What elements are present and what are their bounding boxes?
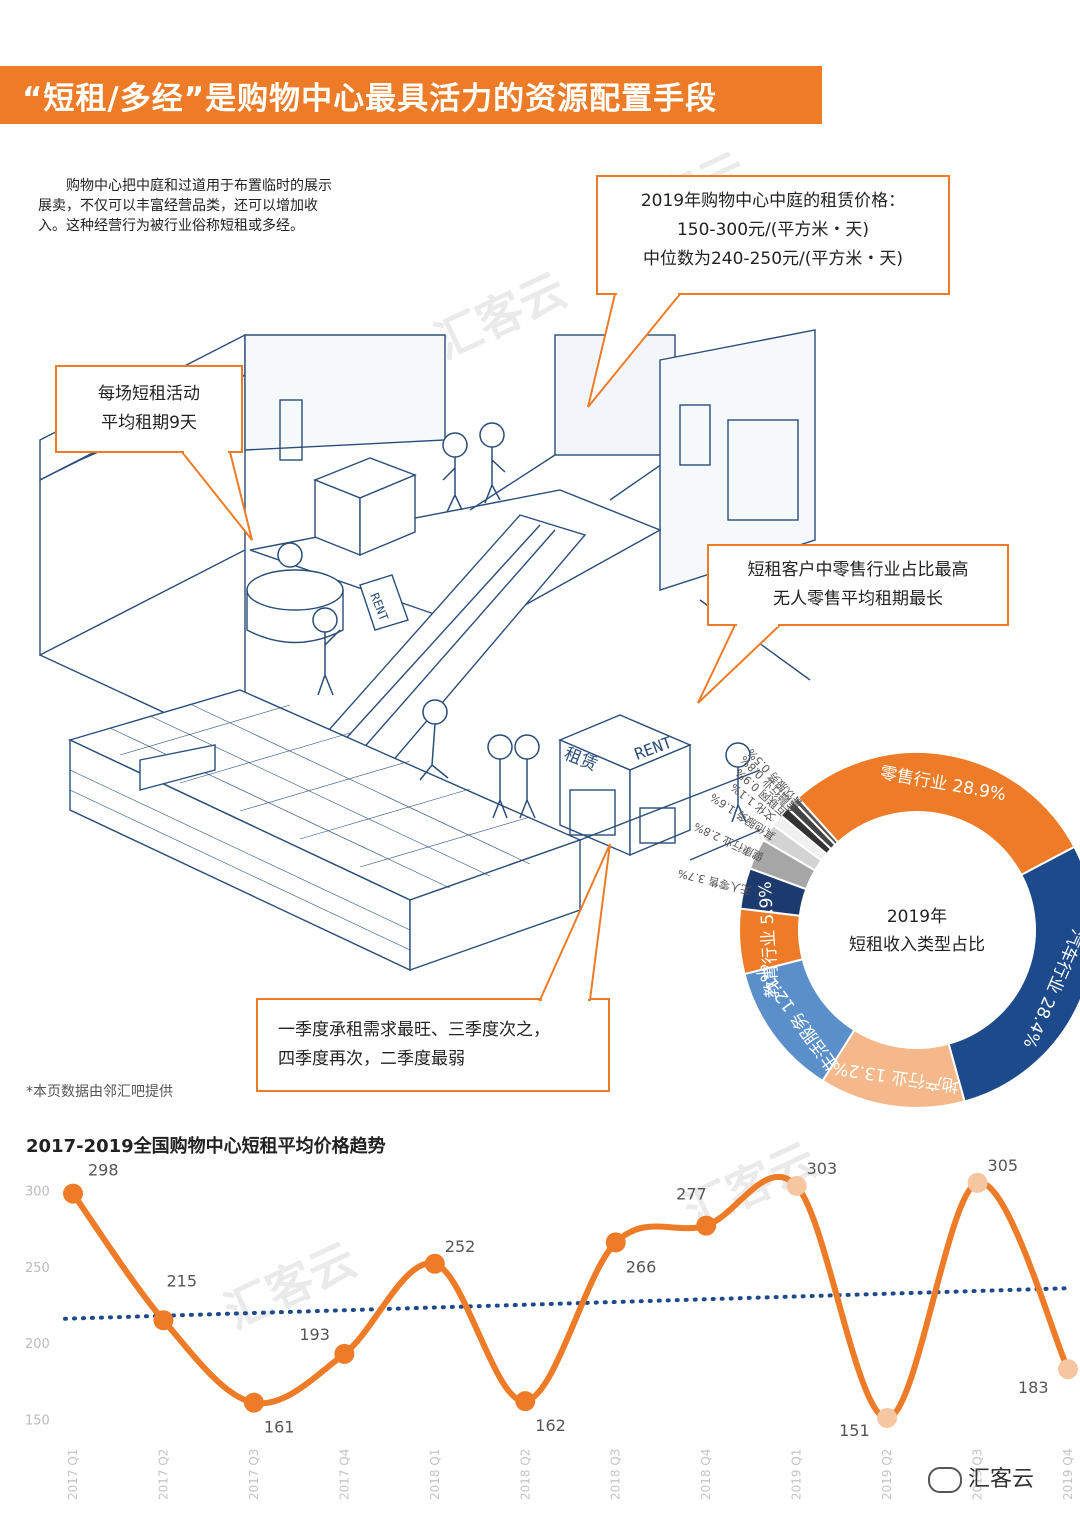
data-point xyxy=(153,1310,174,1331)
callout-season-line2: 四季度再次，二季度最弱 xyxy=(278,1049,465,1069)
y-tick-label: 300 xyxy=(25,1185,50,1200)
title-bar: “短租/多经”是购物中心最具活力的资源配置手段 xyxy=(0,66,822,124)
line-chart-title: 2017-2019全国购物中心短租平均价格趋势 xyxy=(26,1136,386,1157)
donut-slice-label: 地产行业 13.2% xyxy=(831,1057,960,1095)
callout-price-pointer xyxy=(587,292,683,408)
callout-retail-pointer xyxy=(697,623,783,704)
x-tick-label: 2017 Q2 xyxy=(156,1449,170,1500)
x-tick-label: 2018 Q1 xyxy=(428,1449,442,1500)
data-label: 266 xyxy=(626,1257,657,1276)
footnote: *本页数据由邻汇吧提供 xyxy=(26,1084,173,1100)
price-trend-line xyxy=(70,1174,1071,1421)
logo-text: 汇客云 xyxy=(968,1467,1035,1492)
callout-retail: 短租客户中零售行业占比最高 无人零售平均租期最长 xyxy=(707,544,1009,626)
page-title: “短租/多经”是购物中心最具活力的资源配置手段 xyxy=(22,81,718,117)
callout-duration-line1: 每场短租活动 xyxy=(98,384,200,404)
data-point xyxy=(605,1232,626,1253)
callout-price-line2: 150-300元/(平方米・天) xyxy=(676,220,870,240)
callout-retail-line1: 短租客户中零售行业占比最高 xyxy=(747,560,969,580)
x-tick-label: 2018 Q4 xyxy=(699,1449,713,1500)
data-label: 305 xyxy=(988,1156,1019,1175)
data-label: 252 xyxy=(445,1237,476,1256)
callout-retail-line2: 无人零售平均租期最长 xyxy=(773,589,943,609)
x-tick-label: 2019 Q2 xyxy=(880,1449,894,1500)
mall-illustration: RENT RENT 租赁 xyxy=(39,329,816,972)
callout-season-line1: 一季度承租需求最旺、三季度次之， xyxy=(278,1020,550,1040)
data-label: 298 xyxy=(88,1161,119,1180)
data-point xyxy=(1058,1359,1078,1380)
trendline xyxy=(63,1286,1070,1321)
watermark: 汇客云 xyxy=(676,1132,825,1240)
data-point xyxy=(424,1253,445,1274)
y-tick-label: 200 xyxy=(25,1337,50,1352)
x-tick-label: 2019 Q1 xyxy=(790,1449,804,1500)
callout-price-line1: 2019年购物中心中庭的租赁价格： xyxy=(640,191,906,211)
data-label: 215 xyxy=(166,1271,197,1290)
watermark: 汇客云 xyxy=(216,1232,365,1340)
data-point xyxy=(877,1407,898,1428)
x-tick-label: 2017 Q4 xyxy=(337,1449,351,1500)
data-point xyxy=(243,1392,264,1413)
x-tick-label: 2017 Q3 xyxy=(247,1449,261,1500)
data-point xyxy=(786,1175,807,1196)
x-tick-label: 2018 Q2 xyxy=(518,1449,532,1500)
data-point xyxy=(515,1391,536,1412)
data-point xyxy=(63,1183,83,1204)
data-label: 193 xyxy=(299,1325,330,1344)
data-label: 151 xyxy=(839,1421,870,1440)
data-point xyxy=(696,1215,717,1236)
callout-price: 2019年购物中心中庭的租赁价格： 150-300元/(平方米・天) 中位数为2… xyxy=(596,175,950,295)
callout-season-pointer xyxy=(538,843,611,1002)
data-point xyxy=(967,1172,988,1193)
y-tick-label: 150 xyxy=(25,1413,50,1428)
x-tick-label: 2019 Q4 xyxy=(1061,1449,1075,1500)
data-label: 161 xyxy=(264,1418,295,1437)
data-label: 303 xyxy=(807,1159,838,1178)
brand-logo: 汇客云 xyxy=(928,1461,1034,1493)
x-tick-label: 2018 Q3 xyxy=(609,1449,623,1500)
callout-duration: 每场短租活动 平均租期9天 xyxy=(55,365,243,453)
data-label: 162 xyxy=(535,1416,566,1435)
intro-text: 购物中心把中庭和过道用于布置临时的展示展卖，不仅可以丰富经营品类，还可以增加收入… xyxy=(38,178,332,234)
x-tick-label: 2017 Q1 xyxy=(66,1449,80,1500)
callout-duration-pointer xyxy=(179,450,253,541)
data-point xyxy=(334,1343,355,1364)
callout-duration-line2: 平均租期9天 xyxy=(101,413,197,433)
callout-price-line3: 中位数为240-250元/(平方米・天) xyxy=(642,249,904,269)
data-label: 183 xyxy=(1018,1378,1049,1397)
data-label: 277 xyxy=(676,1185,707,1204)
callout-season: 一季度承租需求最旺、三季度次之， 四季度再次，二季度最弱 xyxy=(256,998,610,1092)
y-tick-label: 250 xyxy=(25,1261,50,1276)
wechat-icon xyxy=(928,1467,962,1493)
donut-slice xyxy=(821,1028,966,1109)
